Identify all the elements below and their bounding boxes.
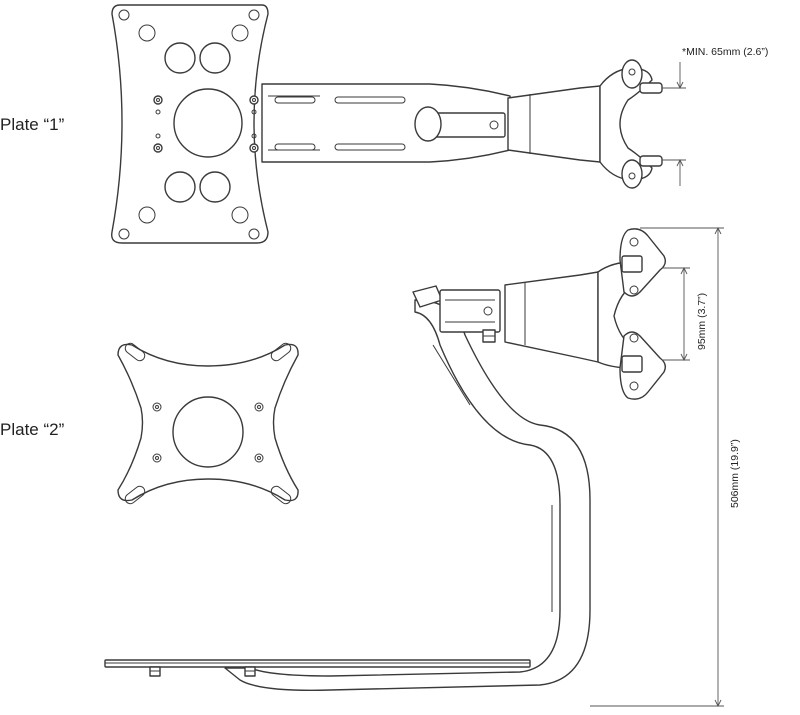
min-clamp-label: *MIN. 65mm (2.6”): [682, 46, 768, 58]
plate-2: [117, 342, 299, 505]
vesa-plate-1: [111, 4, 269, 244]
clamp-cone-bottom: [504, 271, 599, 363]
total-height-label: 506mm (19.9”): [729, 439, 741, 508]
plate-1-assembly: [111, 4, 686, 244]
clamp-cone-top: [507, 85, 601, 163]
clamp-gap-dimension: [662, 266, 690, 362]
arm-tube: [224, 299, 591, 691]
vesa-plate-2: [117, 343, 299, 502]
arm-stand-assembly: [104, 226, 724, 708]
arm-head-block: [439, 289, 501, 333]
total-height-dimension: [590, 226, 724, 708]
clamp-gap-label: 95mm (3.7”): [696, 293, 708, 350]
plate-2-label: Plate “2”: [0, 420, 65, 439]
plate-1-label: Plate “1”: [0, 115, 65, 134]
min-clamp-dimension: [662, 62, 686, 186]
